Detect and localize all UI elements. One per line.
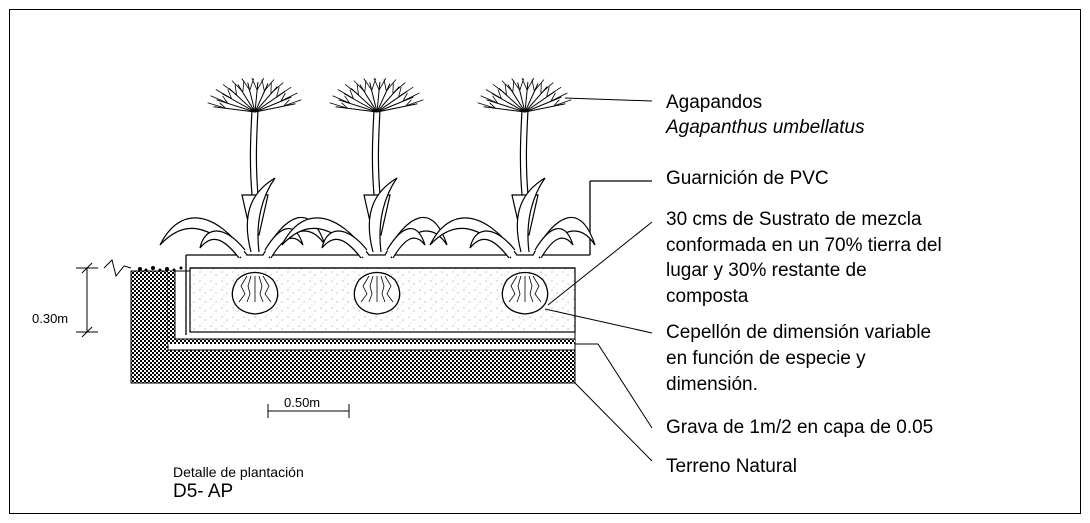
height-dimension — [76, 259, 132, 338]
label-guarnicion: Guarnición de PVC — [666, 168, 829, 189]
leader-lines — [544, 97, 653, 462]
plant-2 — [281, 77, 448, 315]
scale-bar-label: 0.50m — [284, 395, 321, 410]
agapanthus-plants — [159, 77, 596, 315]
label-cepellon-3: dimensión. — [666, 374, 758, 395]
label-sustrato-2: conformada en un 70% tierra del — [666, 235, 942, 256]
plant-3 — [429, 77, 596, 315]
label-cepellon-1: Cepellón de dimensión variable — [666, 322, 932, 343]
scale-bar — [267, 404, 350, 418]
detail-title: Detalle de plantación — [173, 464, 304, 480]
label-sustrato-3: lugar y 30% restante de — [666, 260, 867, 281]
drawing-border — [9, 9, 1081, 514]
detail-code: D5- AP — [173, 481, 234, 502]
height-dimension-label: 0.30m — [32, 311, 69, 326]
label-agapanthus: Agapanthus umbellatus — [666, 117, 865, 138]
pvc-edging — [185, 180, 652, 335]
label-terreno: Terreno Natural — [666, 456, 797, 477]
label-agapandos: Agapandos — [666, 92, 763, 113]
label-sustrato-1: 30 cms de Sustrato de mezcla — [666, 209, 922, 230]
label-sustrato-4: composta — [666, 286, 749, 307]
label-cepellon-2: en función de especie y — [666, 348, 866, 369]
plant-1 — [159, 77, 326, 315]
label-grava: Grava de 1m/2 en capa de 0.05 — [666, 417, 934, 438]
surface-dots — [138, 266, 183, 272]
